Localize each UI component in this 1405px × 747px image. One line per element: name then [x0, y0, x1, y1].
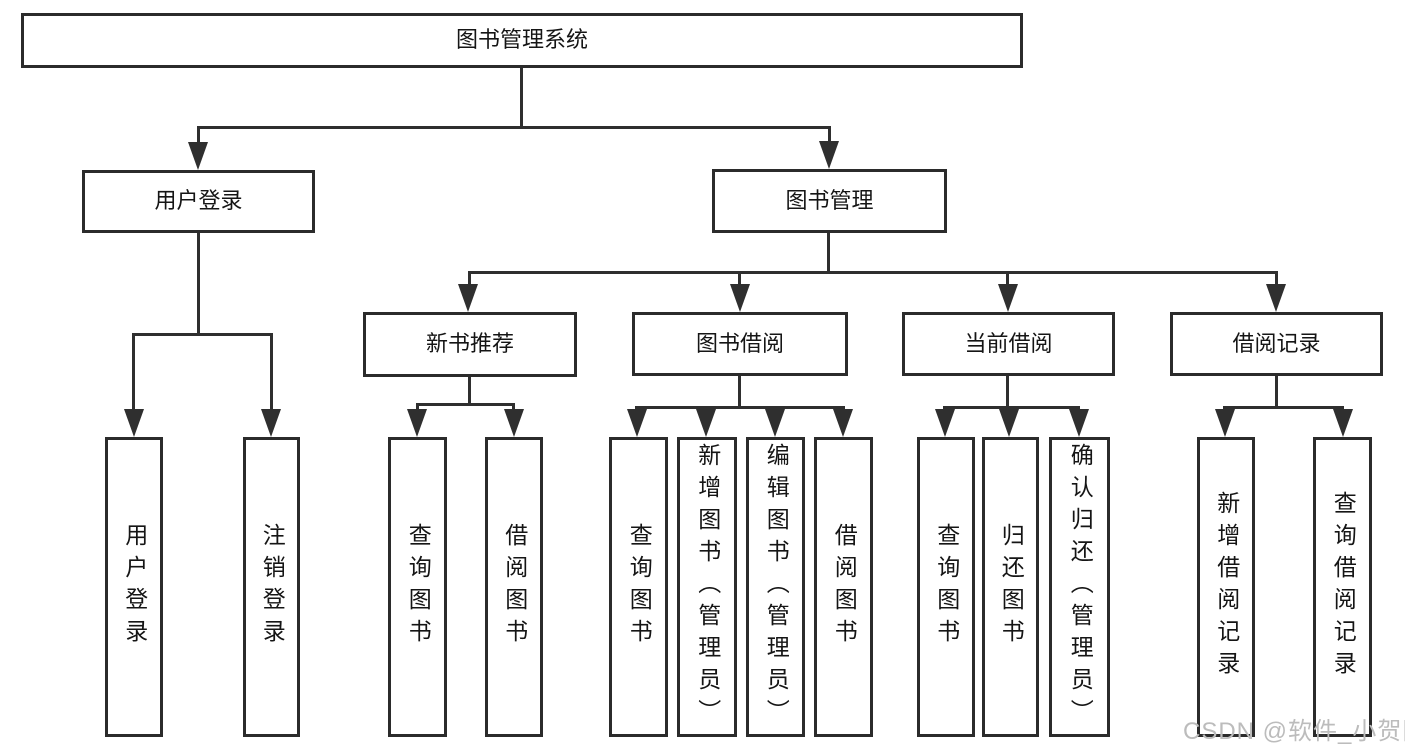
arrow-down-icon	[819, 141, 839, 169]
arrow-down-icon	[1069, 409, 1089, 437]
node-leaf-query-books-recommend: 查询图书	[388, 437, 447, 737]
arrow-down-icon	[407, 409, 427, 437]
node-leaf-confirm-return-admin: 确认归还（管理员）	[1049, 437, 1110, 737]
connector-line	[132, 333, 135, 415]
connector-level3-bus	[468, 271, 1278, 274]
arrow-down-icon	[458, 284, 478, 312]
connector-recommend-bus	[416, 403, 515, 406]
connector-line	[738, 271, 741, 291]
node-leaf-query-books-current: 查询图书	[917, 437, 975, 737]
node-book-borrowing: 图书借阅	[632, 312, 848, 376]
arrow-down-icon	[765, 409, 785, 437]
node-leaf-borrow-books-recommend: 借阅图书	[485, 437, 543, 737]
arrow-down-icon	[188, 142, 208, 170]
arrow-down-icon	[1215, 409, 1235, 437]
node-leaf-query-books-borrowing: 查询图书	[609, 437, 668, 737]
connector-line	[468, 271, 471, 291]
node-leaf-add-book-admin: 新增图书（管理员）	[677, 437, 737, 737]
node-leaf-edit-book-admin: 编辑图书（管理员）	[746, 437, 805, 737]
connector-user-login-trunk	[197, 233, 200, 336]
arrow-down-icon	[833, 409, 853, 437]
node-leaf-logout-login: 注销登录	[243, 437, 300, 737]
arrow-down-icon	[124, 409, 144, 437]
connector-line	[197, 126, 200, 152]
arrow-down-icon	[1333, 409, 1353, 437]
node-user-login: 用户登录	[82, 170, 315, 233]
arrow-down-icon	[1266, 284, 1286, 312]
connector-line	[270, 333, 273, 415]
arrow-down-icon	[627, 409, 647, 437]
arrow-down-icon	[504, 409, 524, 437]
connector-borrowing-bus	[635, 406, 845, 409]
connector-current-trunk	[1006, 376, 1009, 415]
connector-level2-bus	[197, 126, 831, 129]
node-leaf-user-login: 用户登录	[105, 437, 163, 737]
node-leaf-query-borrow-record: 查询借阅记录	[1313, 437, 1372, 737]
node-leaf-return-books: 归还图书	[982, 437, 1039, 737]
arrow-down-icon	[999, 409, 1019, 437]
node-library-management-system: 图书管理系统	[21, 13, 1023, 68]
connector-root-trunk	[520, 68, 523, 129]
node-leaf-borrow-books-borrowing: 借阅图书	[814, 437, 873, 737]
arrow-down-icon	[998, 284, 1018, 312]
connector-line	[1006, 271, 1009, 291]
arrow-down-icon	[730, 284, 750, 312]
node-book-management: 图书管理	[712, 169, 947, 233]
arrow-down-icon	[696, 409, 716, 437]
connector-borrowing-trunk	[738, 376, 741, 409]
connector-recommend-trunk	[468, 377, 471, 406]
connector-records-trunk	[1275, 376, 1278, 409]
connector-line	[1275, 271, 1278, 291]
connector-line	[828, 126, 831, 152]
node-borrowing-records: 借阅记录	[1170, 312, 1383, 376]
connector-user-login-bus	[132, 333, 273, 336]
node-new-book-recommendation: 新书推荐	[363, 312, 577, 377]
arrow-down-icon	[935, 409, 955, 437]
connector-book-mgmt-trunk	[827, 233, 830, 274]
arrow-down-icon	[261, 409, 281, 437]
csdn-watermark: CSDN @软件_小贺同学	[1183, 718, 1405, 745]
node-current-borrowing: 当前借阅	[902, 312, 1115, 376]
connector-current-bus	[943, 406, 1080, 409]
node-leaf-add-borrow-record: 新增借阅记录	[1197, 437, 1255, 737]
connector-records-bus	[1223, 406, 1344, 409]
